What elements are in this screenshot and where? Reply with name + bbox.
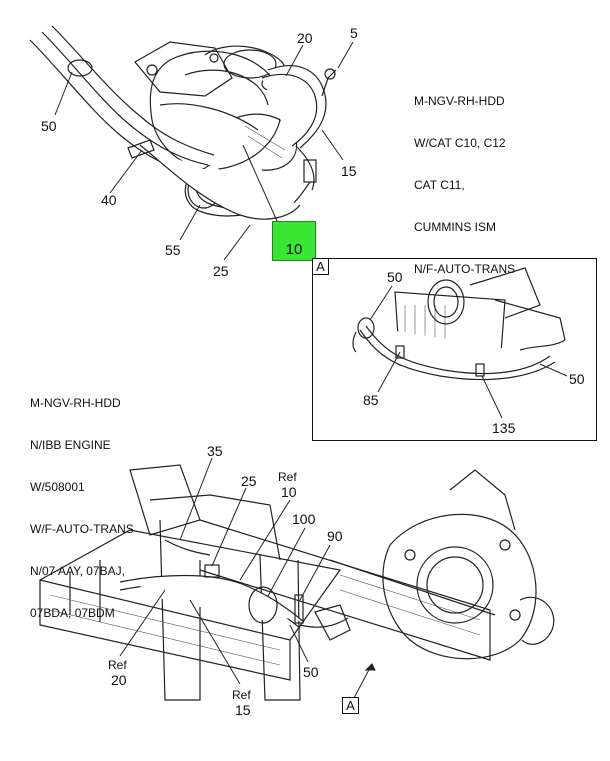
bottom-application-note: M-NGV-RH-HDD N/IBB ENGINE W/508001 W/F-A… — [30, 368, 134, 648]
note-line: W/508001 — [30, 480, 85, 494]
note-line: CAT C11, — [414, 178, 465, 192]
callout-20: 20 — [297, 30, 313, 46]
starter-assembly-drawing — [29, 25, 354, 261]
note-line: M-NGV-RH-HDD — [414, 94, 505, 108]
note-line: CUMMINS ISM — [414, 220, 496, 234]
detail-a-drawing — [352, 267, 568, 419]
bottom-ref-20-number: 20 — [111, 672, 127, 688]
note-line: M-NGV-RH-HDD — [30, 396, 121, 410]
note-line: W/F-AUTO-TRANS — [30, 522, 134, 536]
note-line: N/07 AAY, 07BAJ, — [30, 564, 125, 578]
callout-25: 25 — [213, 263, 229, 279]
view-a-tag: A — [342, 697, 359, 714]
bottom-ref-10-number: 10 — [281, 484, 297, 500]
detail-callout-50-top: 50 — [387, 269, 403, 285]
bottom-callout-90: 90 — [327, 528, 343, 544]
callout-5: 5 — [350, 25, 358, 41]
callout-10-label: 10 — [285, 241, 303, 258]
bottom-ref-15-word: Ref — [232, 688, 251, 702]
bottom-ref-15-number: 15 — [235, 702, 251, 718]
bottom-callout-100: 100 — [292, 511, 316, 527]
detail-a-frame — [312, 258, 597, 441]
bottom-ref-20-word: Ref — [108, 658, 127, 672]
top-application-note: M-NGV-RH-HDD W/CAT C10, C12 CAT C11, CUM… — [414, 66, 515, 304]
bottom-callout-35: 35 — [207, 443, 223, 459]
chassis-drawing — [39, 457, 555, 701]
bottom-callout-25: 25 — [241, 473, 257, 489]
bottom-callout-50: 50 — [303, 664, 319, 680]
callout-15: 15 — [341, 163, 357, 179]
callout-50: 50 — [41, 118, 57, 134]
bottom-ref-10-word: Ref — [278, 470, 297, 484]
callout-55: 55 — [165, 242, 181, 258]
note-line: N/IBB ENGINE — [30, 438, 111, 452]
detail-callout-85: 85 — [363, 392, 379, 408]
note-line: N/F-AUTO-TRANS — [414, 262, 516, 276]
callout-40: 40 — [101, 192, 117, 208]
detail-callout-135: 135 — [492, 420, 516, 436]
detail-a-tag: A — [312, 258, 329, 275]
note-line: 07BDA, 07BDM — [30, 606, 115, 620]
callout-10-highlighted[interactable]: 10 — [272, 221, 316, 261]
detail-callout-50-right: 50 — [569, 371, 585, 387]
note-line: W/CAT C10, C12 — [414, 136, 506, 150]
